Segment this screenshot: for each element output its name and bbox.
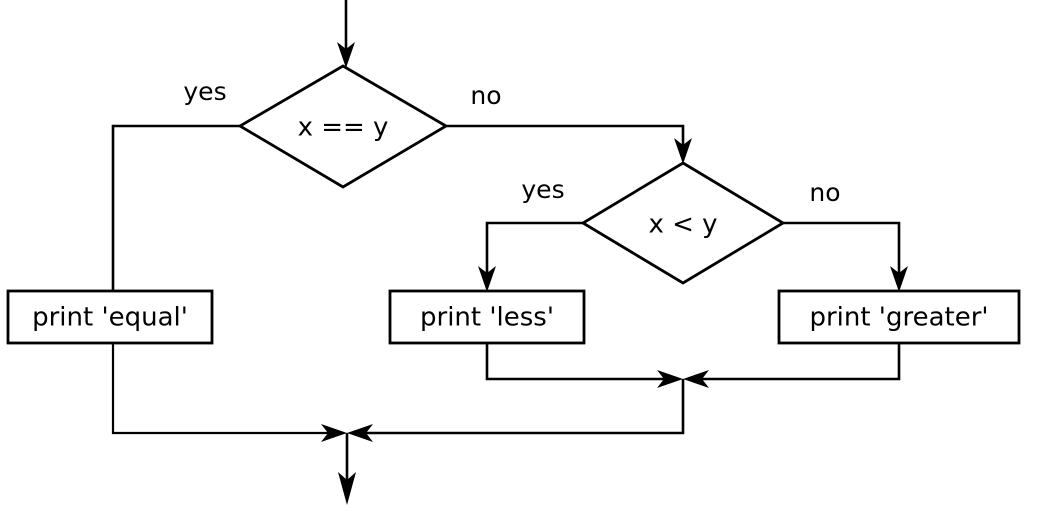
arrowhead-merge-right [683,370,709,388]
edge-less-merge [485,343,683,388]
edge-equal-yes [111,124,240,291]
arrowhead-merge-left [657,370,683,388]
rect-shape-print-less [388,289,586,345]
print-greater-label: print 'greater' [809,303,988,333]
branch-label-equal-no: no [470,81,501,110]
diamond-shape-less [580,161,786,285]
edge-entry [337,0,355,68]
print-less-label: print 'less' [420,303,554,333]
edge-greater-merge [683,343,901,388]
branch-label-less-yes: yes [521,175,564,204]
edge-inner-to-outer [347,379,685,442]
arrowhead-entry [337,42,355,68]
node-decision-equal[interactable]: x == y [237,64,449,189]
branch-label-equal-yes: yes [183,77,226,106]
edge-less-yes [478,221,583,292]
node-print-equal[interactable]: print 'equal' [6,289,214,345]
arrowhead-equal-no [674,138,692,164]
branch-label-less-no: no [809,178,840,207]
rect-shape-print-greater [777,289,1021,345]
arrowhead-outer-right [347,424,373,442]
edge-less-no [783,221,908,292]
print-equal-label: print 'equal' [32,303,188,333]
edge-equal-no [446,124,692,164]
arrowhead-outer-left [321,424,347,442]
edge-exit [338,433,356,505]
arrowhead-less-yes [478,266,496,292]
edge-equal-merge [111,343,347,442]
decision-equal-label: x == y [298,113,389,143]
node-print-less[interactable]: print 'less' [388,289,586,345]
arrowhead-less-no [890,266,908,292]
diamond-shape-equal [237,64,449,189]
node-decision-less[interactable]: x < y [580,161,786,285]
node-print-greater[interactable]: print 'greater' [777,289,1021,345]
decision-less-label: x < y [648,210,717,240]
arrowhead-exit [338,472,356,505]
rect-shape-print-equal [6,289,214,345]
